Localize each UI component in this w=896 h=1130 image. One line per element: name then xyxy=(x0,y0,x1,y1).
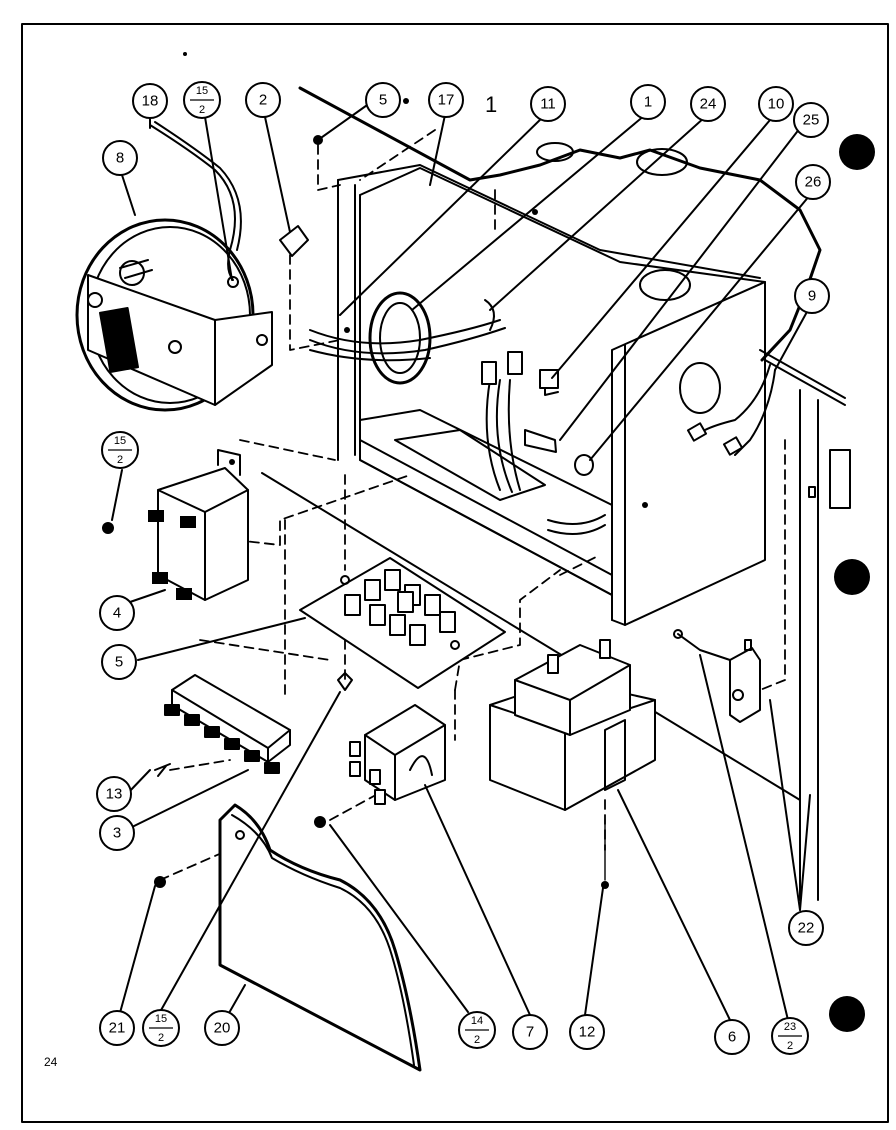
svg-text:13: 13 xyxy=(106,786,123,803)
callout-17: 17 xyxy=(428,82,464,118)
svg-text:15: 15 xyxy=(196,85,208,97)
callout-15-over-2-top: 15 2 xyxy=(183,81,221,119)
callout-11: 11 xyxy=(530,86,566,122)
callout-5-top: 5 xyxy=(365,82,401,118)
terminal-strip xyxy=(154,674,291,777)
registration-dot-icon xyxy=(839,134,875,170)
wire-nut xyxy=(279,225,309,257)
svg-text:20: 20 xyxy=(214,1020,231,1037)
reference-mark: 1 xyxy=(485,92,497,117)
callout-5-board: 5 xyxy=(101,644,137,680)
callout-23-over-2: 23 2 xyxy=(771,1017,809,1055)
relay xyxy=(102,449,249,601)
callout-13: 13 xyxy=(96,776,132,812)
callout-21: 21 xyxy=(99,1010,135,1046)
callout-24: 24 xyxy=(690,86,726,122)
svg-text:1: 1 xyxy=(644,94,652,111)
callout-15-over-2-left: 15 2 xyxy=(101,431,139,469)
svg-text:26: 26 xyxy=(805,174,822,191)
svg-text:18: 18 xyxy=(142,93,159,110)
page-number: 24 xyxy=(44,1055,58,1069)
callout-9: 9 xyxy=(794,278,830,314)
svg-text:17: 17 xyxy=(438,92,455,109)
svg-text:2: 2 xyxy=(259,92,267,109)
svg-text:4: 4 xyxy=(113,605,121,622)
callout-12: 12 xyxy=(569,1014,605,1050)
callout-10: 10 xyxy=(758,86,794,122)
contactor xyxy=(314,704,446,828)
control-board xyxy=(299,557,506,691)
svg-text:14: 14 xyxy=(471,1015,483,1027)
callout-20: 20 xyxy=(204,1010,240,1046)
registration-dot-icon xyxy=(829,996,865,1032)
svg-text:25: 25 xyxy=(803,112,820,129)
svg-text:6: 6 xyxy=(728,1029,736,1046)
svg-text:23: 23 xyxy=(784,1021,796,1033)
callout-25: 25 xyxy=(793,102,829,138)
svg-text:5: 5 xyxy=(115,654,123,671)
callout-18: 18 xyxy=(132,83,168,119)
svg-text:15: 15 xyxy=(155,1013,167,1025)
svg-text:7: 7 xyxy=(526,1024,534,1041)
callout-8: 8 xyxy=(102,140,138,176)
svg-text:8: 8 xyxy=(116,150,124,167)
access-panel xyxy=(154,803,422,1072)
svg-text:15: 15 xyxy=(114,435,126,447)
svg-text:22: 22 xyxy=(798,920,815,937)
svg-text:10: 10 xyxy=(768,96,785,113)
callout-2: 2 xyxy=(245,82,281,118)
svg-text:21: 21 xyxy=(109,1020,126,1037)
limit-switch xyxy=(673,629,761,723)
callout-7: 7 xyxy=(512,1014,548,1050)
registration-dot-icon xyxy=(834,559,870,595)
callout-6: 6 xyxy=(714,1019,750,1055)
svg-text:2: 2 xyxy=(474,1034,480,1046)
callout-leaders xyxy=(111,102,811,1021)
callout-1: 1 xyxy=(630,84,666,120)
svg-text:2: 2 xyxy=(787,1040,793,1052)
svg-text:11: 11 xyxy=(540,96,556,113)
svg-text:2: 2 xyxy=(158,1032,164,1044)
assembly-lines xyxy=(159,129,801,881)
svg-text:5: 5 xyxy=(379,92,387,109)
callout-22: 22 xyxy=(788,910,824,946)
svg-text:3: 3 xyxy=(113,825,121,842)
callout-26: 26 xyxy=(795,164,831,200)
transformer xyxy=(489,639,656,889)
svg-text:2: 2 xyxy=(117,454,123,466)
svg-text:9: 9 xyxy=(808,288,816,305)
svg-text:2: 2 xyxy=(199,104,205,116)
callout-15-over-2-bottom: 15 2 xyxy=(142,1009,180,1047)
svg-text:24: 24 xyxy=(700,96,717,113)
svg-text:12: 12 xyxy=(579,1024,596,1041)
callout-3: 3 xyxy=(99,815,135,851)
callout-4: 4 xyxy=(99,595,135,631)
page-frame xyxy=(21,23,889,1123)
blower-motor xyxy=(75,121,273,412)
callout-14-over-2: 14 2 xyxy=(458,1011,496,1049)
